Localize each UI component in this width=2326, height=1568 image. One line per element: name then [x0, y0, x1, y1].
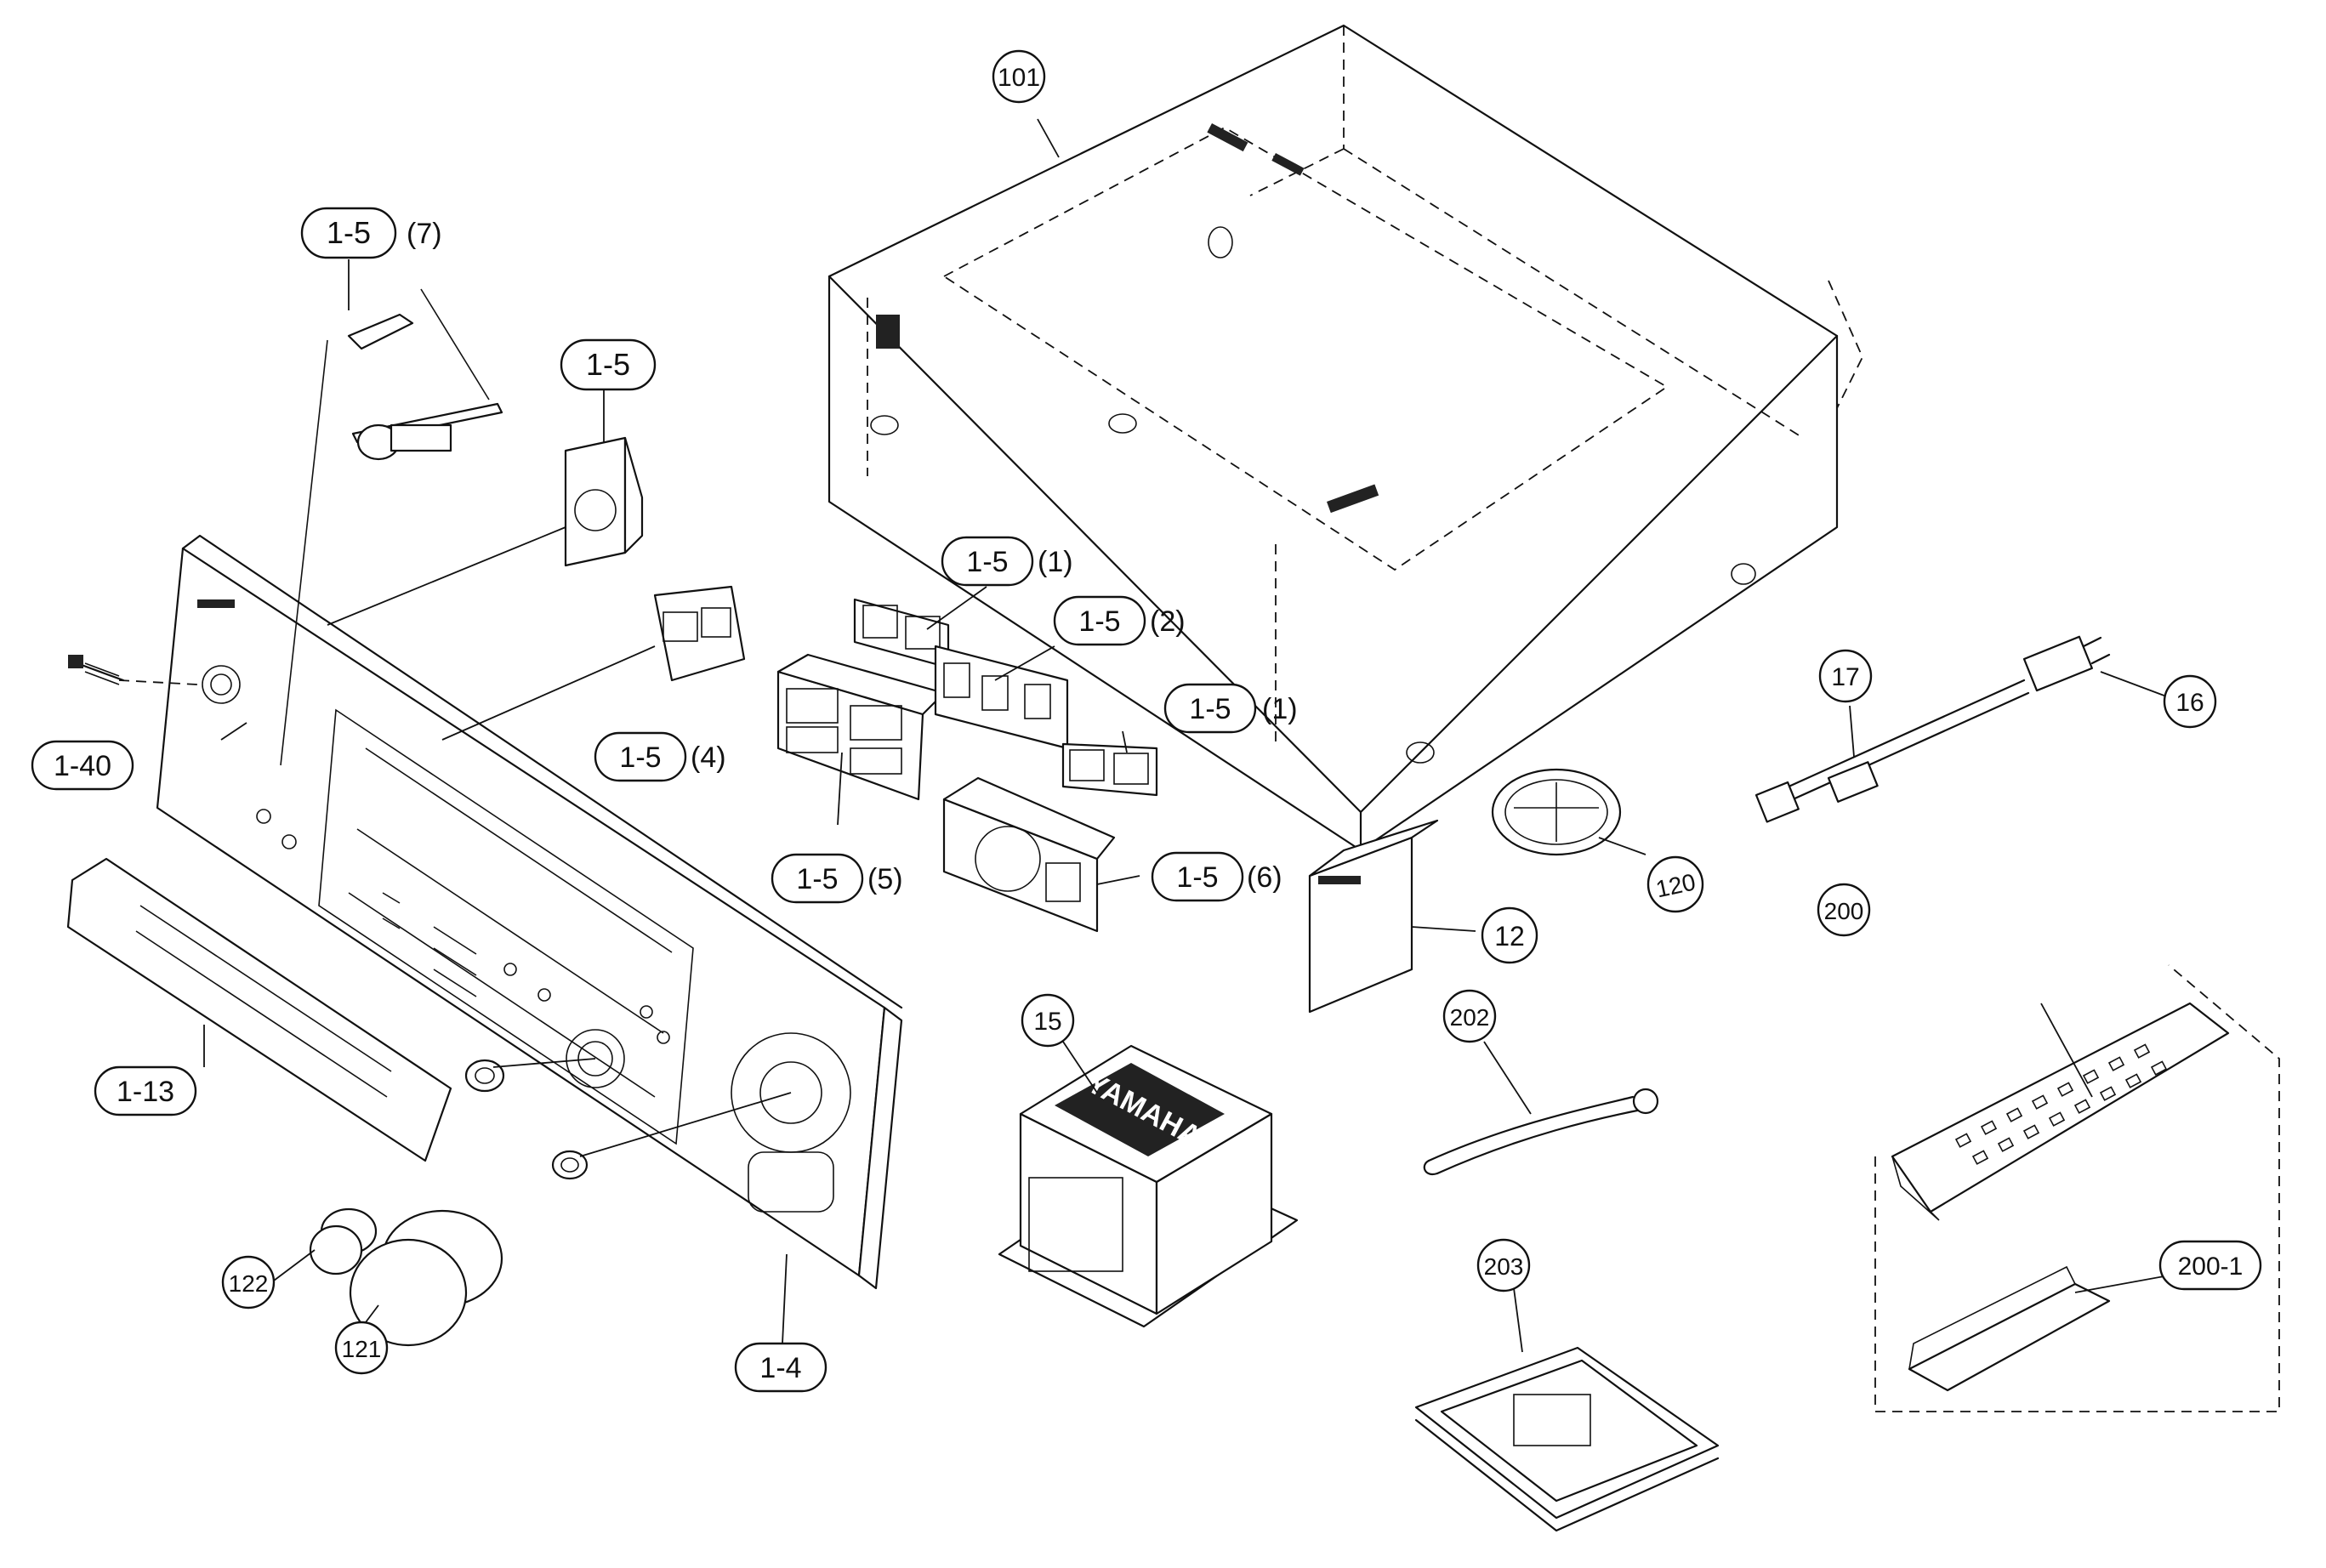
callout-101: 101	[992, 49, 1046, 104]
callout-suffix: (1)	[1038, 546, 1073, 578]
display-window-part	[66, 857, 452, 1162]
callout-label: 1-13	[117, 1076, 174, 1108]
callout-suffix: (4)	[691, 741, 726, 774]
callout-suffix: (1)	[1262, 693, 1298, 725]
remote-part	[1874, 964, 2280, 1412]
callout-1-5-7: 1-5 (7)	[300, 207, 442, 259]
transformer-part: YAMAHA	[998, 1044, 1299, 1328]
top-cover-part	[827, 24, 1863, 852]
callout-1-5-6: 1-5 (6)	[1151, 851, 1282, 902]
pcb-1b-part	[1061, 742, 1158, 797]
callout-1-5-1a: 1-5 (1)	[941, 536, 1073, 587]
callout-label: 121	[342, 1336, 382, 1362]
callout-122: 122	[221, 1255, 276, 1310]
callout-1-5-2: 1-5 (2)	[1053, 595, 1186, 646]
callout-label: 17	[1831, 663, 1859, 691]
pcb-7-part	[280, 288, 503, 766]
callout-1-5-1b: 1-5 (1)	[1163, 683, 1298, 734]
callout-label: 1-5	[327, 215, 371, 250]
remote-buttons	[1954, 1043, 2168, 1165]
callout-label: 16	[2175, 689, 2204, 717]
pcb-2-part	[934, 645, 1069, 750]
callout-200: 200	[1817, 883, 1871, 937]
callout-200-1: 200-1	[2158, 1240, 2262, 1291]
callout-suffix: (7)	[407, 218, 442, 250]
callout-label: 1-5	[966, 546, 1008, 578]
callout-suffix: (2)	[1150, 605, 1186, 638]
switch-part	[68, 655, 198, 685]
callout-suffix: (5)	[867, 863, 903, 895]
callout-label: 12	[1494, 921, 1525, 952]
pcb-6-part	[942, 776, 1116, 933]
callout-120: 120	[1646, 855, 1704, 913]
callout-121: 121	[334, 1321, 389, 1375]
callout-1-5: 1-5	[560, 338, 657, 391]
knob-parts	[309, 1058, 792, 1347]
power-cord-part	[1754, 635, 2111, 823]
callout-label: 1-5	[619, 741, 661, 774]
callout-label: 202	[1450, 1004, 1490, 1031]
callout-1-5-5: 1-5 (5)	[771, 853, 903, 904]
callout-label: 200	[1824, 898, 1864, 924]
callout-17: 17	[1818, 649, 1873, 703]
callout-16: 16	[2163, 674, 2217, 729]
callout-label: 101	[998, 64, 1040, 92]
callout-label: 1-5	[586, 347, 630, 382]
callout-suffix: (6)	[1247, 861, 1282, 894]
pcb-4-part	[441, 585, 746, 741]
callout-label: 15	[1033, 1008, 1061, 1036]
pcb-main-part	[327, 436, 644, 626]
callout-label: 1-40	[54, 750, 111, 782]
foot-part	[1491, 768, 1646, 856]
callout-1-40: 1-40	[31, 740, 134, 791]
callout-label: 200-1	[2178, 1253, 2244, 1281]
pcb-1a-part	[853, 598, 950, 669]
callout-1-5-4: 1-5 (4)	[594, 731, 726, 782]
callout-label: 1-5	[1189, 693, 1231, 725]
callout-label: 1-5	[796, 863, 838, 895]
callout-label: 1-5	[1176, 861, 1218, 894]
callout-label: 1-4	[759, 1352, 801, 1384]
callout-1-13: 1-13	[94, 1065, 197, 1116]
callout-1-4: 1-4	[734, 1342, 827, 1393]
callout-203: 203	[1476, 1238, 1531, 1292]
callout-label: 1-5	[1078, 605, 1120, 638]
front-panel-part	[156, 534, 903, 1290]
callout-12: 12	[1481, 906, 1538, 964]
fm-antenna-part	[1423, 1088, 1659, 1176]
bracket-part	[1308, 819, 1476, 1014]
callout-label: 122	[229, 1270, 269, 1297]
callout-202: 202	[1442, 989, 1497, 1043]
callout-15: 15	[1021, 993, 1075, 1048]
am-antenna-part	[1414, 1346, 1720, 1532]
pcb-5-part	[776, 653, 946, 801]
callout-label: 203	[1484, 1253, 1524, 1280]
